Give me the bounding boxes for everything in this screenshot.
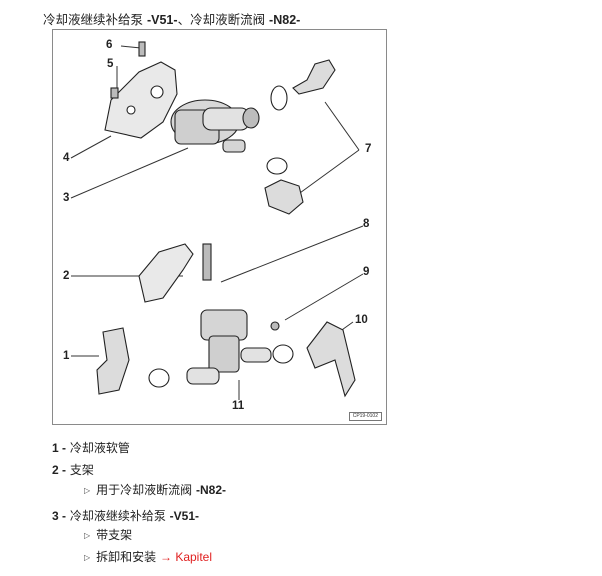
triangle-bullet-icon: ▷ — [84, 531, 91, 540]
kapitel-link[interactable]: → Kapitel — [159, 550, 213, 564]
callout-11: 11 — [232, 400, 245, 412]
callout-3: 3 — [63, 192, 70, 204]
callout-9: 9 — [363, 266, 370, 278]
legend-item-3-number: 3 - — [52, 509, 67, 523]
callout-7: 7 — [365, 143, 372, 155]
legend-item-2-text: 支架 — [66, 463, 94, 477]
legend-item-3-sub-1: ▷ 带支架 — [84, 526, 132, 543]
leader-line-7b — [292, 149, 360, 199]
legend-item-3-code: -V51- — [169, 509, 199, 523]
bracket-2-part — [138, 243, 194, 303]
callout-5: 5 — [107, 58, 114, 70]
triangle-bullet-icon: ▷ — [84, 486, 91, 495]
legend-item-3-sub-1-text: 带支架 — [96, 528, 133, 542]
triangle-bullet-icon: ▷ — [84, 553, 91, 562]
legend-item-2-sub-1: ▷ 用于冷却液断流阀 -N82- — [84, 481, 226, 498]
page-title: 冷却液继续补给泵 -V51-、冷却液断流阀 -N82- — [43, 9, 300, 28]
legend-item-3-text: 冷却液继续补给泵 — [66, 509, 170, 523]
leader-line-3 — [70, 147, 189, 199]
legend-item-2-sub-1-code: -N82- — [195, 483, 226, 497]
legend-item-1-text: 冷却液软管 — [66, 441, 130, 455]
legend-item-3-sub-2-text: 拆卸和安装 — [96, 550, 160, 564]
leader-line-4 — [70, 135, 112, 159]
legend-item-1: 1 - 冷却液软管 — [52, 439, 130, 456]
exploded-view-figure: 6 5 4 3 7 8 2 9 10 1 11 CP19-0102 — [52, 29, 387, 425]
leader-line-8 — [220, 225, 364, 283]
title-prefix: 冷却液继续补给泵 — [43, 12, 147, 27]
legend-item-3-sub-2: ▷ 拆卸和安装 → Kapitel — [84, 548, 212, 565]
title-separator: 、冷却液断流阀 — [177, 12, 270, 27]
figure-code: CP19-0102 — [348, 412, 382, 421]
legend-item-2: 2 - 支架 — [52, 461, 94, 478]
title-code-v51: -V51- — [146, 13, 178, 27]
callout-1: 1 — [63, 350, 70, 362]
legend-item-3: 3 - 冷却液继续补给泵 -V51- — [52, 507, 199, 524]
legend-item-2-sub-1-text: 用于冷却液断流阀 — [96, 483, 196, 497]
callout-8: 8 — [363, 218, 370, 230]
legend-item-1-number: 1 - — [52, 441, 67, 455]
callout-4: 4 — [63, 152, 70, 164]
callout-2: 2 — [63, 270, 70, 282]
leader-line-9 — [284, 273, 364, 321]
callout-10: 10 — [355, 314, 368, 326]
leader-line-6 — [120, 45, 142, 49]
callout-6: 6 — [106, 39, 113, 51]
title-code-n82: -N82- — [269, 13, 301, 27]
exploded-view-drawing — [70, 41, 364, 400]
legend-item-2-number: 2 - — [52, 463, 67, 477]
leader-line-7a — [324, 101, 360, 151]
bracket-part — [104, 61, 178, 139]
